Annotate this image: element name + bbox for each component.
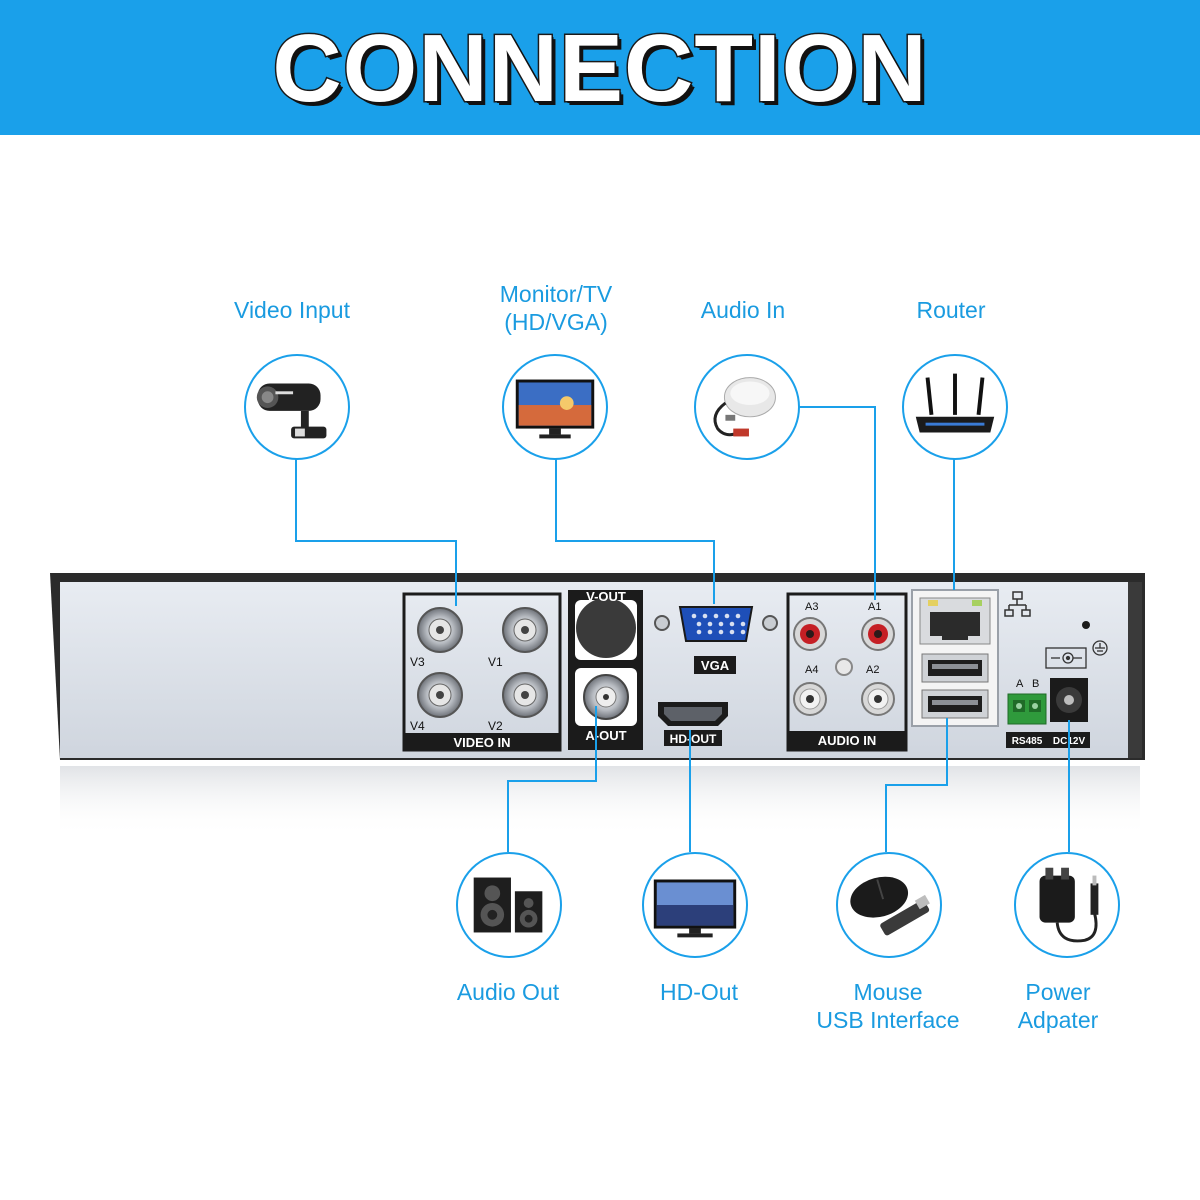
- rs485-terminal: A B RS485: [1006, 678, 1048, 748]
- rca-a1: [861, 617, 895, 651]
- label-audio-in: Audio In: [700, 297, 786, 323]
- line-mouse-usb: [885, 718, 948, 852]
- page-title: CONNECTION: [271, 14, 928, 124]
- cctv-camera-icon: [256, 383, 327, 439]
- line-monitor: [555, 458, 715, 604]
- label-rs-a: A: [1016, 678, 1024, 690]
- label-hd-out-device: HD-Out: [660, 979, 738, 1005]
- rca-a3: [793, 617, 827, 651]
- rj45-port: [919, 597, 991, 645]
- label-v3: V3: [410, 655, 425, 669]
- bnc-v1: [502, 607, 548, 653]
- rca-a2: [861, 682, 895, 716]
- label-v2: V2: [488, 719, 503, 733]
- monitor-icon: [515, 379, 595, 439]
- bnc-v2: [502, 672, 548, 718]
- line-audio-out: [507, 706, 597, 852]
- label-v-out: V-OUT: [586, 589, 626, 604]
- label-monitor-line2: (HD/VGA): [504, 309, 608, 335]
- rca-a4: [793, 682, 827, 716]
- mouse-usb-icon: [850, 876, 930, 936]
- label-a4: A4: [805, 664, 818, 676]
- label-a2: A2: [866, 664, 879, 676]
- label-mouse-line1: Mouse: [853, 979, 923, 1005]
- label-a1: A1: [868, 601, 881, 613]
- ground-icon: [1092, 640, 1108, 656]
- router-circle: [902, 354, 1008, 460]
- label-video-input: Video Input: [234, 297, 350, 323]
- power-adapter-circle: [1014, 852, 1120, 958]
- bnc-v4: [417, 672, 463, 718]
- audio-in-block: A3 A1 A4 A2 AUDIO IN: [786, 592, 908, 752]
- line-audio-in: [796, 406, 876, 600]
- label-hd-out: HD-OUT: [670, 732, 717, 746]
- label-vga: VGA: [701, 658, 730, 673]
- label-power-adapter: Power Adpater: [996, 978, 1120, 1034]
- audio-out-circle: [456, 852, 562, 958]
- title-banner: CONNECTION: [0, 0, 1200, 135]
- dc-polarity-icon: [1045, 647, 1087, 669]
- mouse-usb-circle: [836, 852, 942, 958]
- line-video-input: [295, 458, 457, 606]
- video-in-block: V3 V1 V4 V2 VIDEO IN: [402, 592, 562, 752]
- tv-icon: [653, 879, 737, 938]
- label-monitor-tv: Monitor/TV (HD/VGA): [476, 280, 636, 336]
- screw: [835, 658, 853, 676]
- label-rs-b: B: [1032, 678, 1039, 690]
- label-audio-in: AUDIO IN: [818, 733, 877, 748]
- label-a3: A3: [805, 601, 818, 613]
- label-video-in: VIDEO IN: [453, 735, 510, 750]
- hdmi-port: HD-OUT: [658, 702, 728, 746]
- connector-lines: [295, 406, 1070, 852]
- microphone-icon: [713, 377, 776, 437]
- speakers-icon: [473, 877, 543, 933]
- vout-aout-block: V-OUT A-OUT: [568, 589, 643, 750]
- audio-in-circle: [694, 354, 800, 460]
- monitor-circle: [502, 354, 608, 460]
- hd-out-circle: [642, 852, 748, 958]
- label-power-line2: Adpater: [1017, 1007, 1099, 1033]
- vga-port: VGA: [654, 606, 778, 674]
- label-power-line1: Power: [1025, 979, 1091, 1005]
- label-v4: V4: [410, 719, 425, 733]
- router-icon: [915, 373, 995, 433]
- label-mouse-usb: Mouse USB Interface: [798, 978, 978, 1034]
- label-v1: V1: [488, 655, 503, 669]
- usb-port-2: [921, 689, 989, 719]
- dvr-reflection: [60, 766, 1140, 836]
- label-audio-out: Audio Out: [456, 979, 560, 1005]
- network-usb-block: [911, 589, 999, 727]
- label-mouse-line2: USB Interface: [816, 1007, 960, 1033]
- usb-port-1: [921, 653, 989, 683]
- video-input-circle: [244, 354, 350, 460]
- bnc-v3: [417, 607, 463, 653]
- label-monitor-line1: Monitor/TV: [499, 281, 613, 307]
- reset-hole: [1082, 621, 1090, 629]
- label-rs485: RS485: [1012, 736, 1043, 747]
- power-adapter-icon: [1039, 867, 1099, 943]
- label-a-out: A-OUT: [585, 728, 626, 743]
- label-router: Router: [916, 297, 986, 323]
- network-icon: [1004, 591, 1031, 617]
